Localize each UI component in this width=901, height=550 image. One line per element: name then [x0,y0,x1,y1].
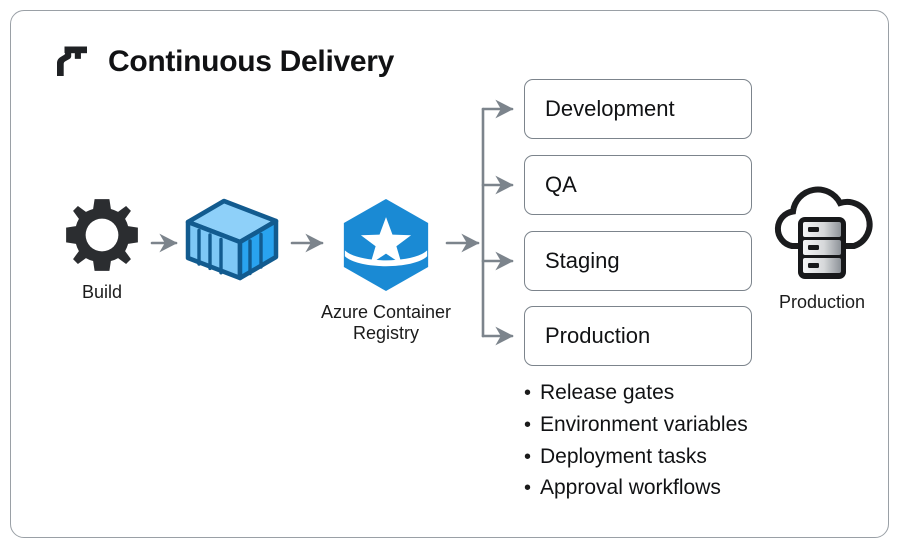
bullet-icon: • [524,382,532,404]
node-label-production: Production [778,292,866,312]
cloud-server-icon [752,172,892,284]
bullet-icon: • [524,413,532,436]
page-title: Continuous Delivery [108,45,395,78]
node-label-registry: Azure Container Registry [320,302,452,343]
pipeline-node-container [172,196,292,288]
pipeline-node-build: Build [42,196,162,303]
list-item-label: Approval workflows [540,476,721,500]
environment-box-qa[interactable]: QA [524,155,752,215]
list-item: • Approval workflows [524,476,854,501]
list-item-label: Environment variables [540,412,748,436]
pipeline-node-registry: Azure Container Registry [286,196,486,343]
feature-list: • Release gates • Environment variables … [524,381,854,508]
bullet-icon: • [524,445,532,468]
gear-icon [42,196,162,274]
node-label-build: Build [81,282,123,302]
environment-label: Development [545,96,675,121]
environment-label: QA [545,172,577,197]
list-item: • Deployment tasks [524,445,854,470]
shipping-container-icon [172,196,292,288]
list-item: • Release gates [524,381,854,406]
environment-box-staging[interactable]: Staging [524,231,752,291]
azure-container-registry-icon [286,196,486,294]
environment-label: Production [545,323,651,348]
pipeline-node-production: Production [752,172,892,313]
environment-label: Staging [545,248,620,273]
bullet-icon: • [524,477,532,500]
environment-box-development[interactable]: Development [524,79,752,139]
environment-box-production[interactable]: Production [524,306,752,366]
list-item: • Environment variables [524,413,854,438]
diagram-header: Continuous Delivery [52,42,394,82]
list-item-label: Deployment tasks [540,444,707,468]
pipeline-icon [52,42,92,82]
list-item-label: Release gates [540,381,675,404]
